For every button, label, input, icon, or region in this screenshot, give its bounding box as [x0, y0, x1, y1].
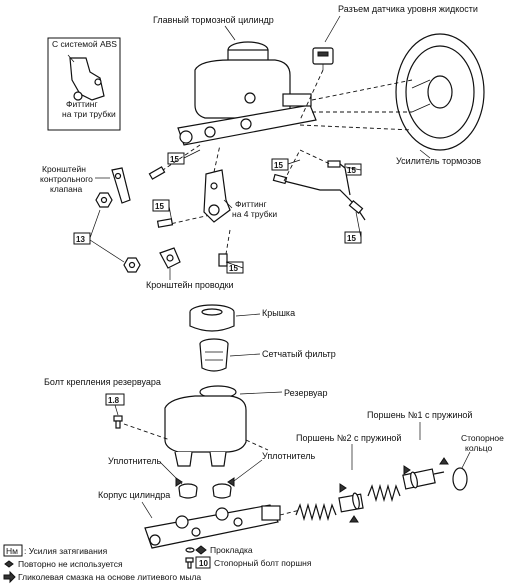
nut-1 [95, 192, 113, 208]
piston-stop-bolt [185, 557, 194, 569]
seal-left-label: Уплотнитель [108, 456, 161, 466]
torque-box-reservoir-bolt: 1.8 [105, 393, 125, 406]
control-valve-bracket [111, 167, 131, 204]
reservoir-bolt [113, 415, 123, 429]
fluid-sensor-label: Разъем датчика уровня жидкости [338, 4, 478, 14]
reservoir-cap [189, 304, 235, 332]
piston1-label: Поршень №1 с пружиной [367, 410, 472, 420]
wiring-bracket [159, 247, 181, 269]
cap-label: Крышка [262, 308, 295, 318]
snap-ring-label-2: кольцо [465, 443, 493, 453]
three-pipe-fitting-label-1: Фиттинг [66, 99, 98, 109]
fluid-sensor-connector [312, 47, 334, 70]
legend-torque-text: : Усилия затягивания [24, 546, 108, 556]
svg-text:1.8: 1.8 [108, 396, 120, 405]
torque-box-stop-bolt: 10 [195, 556, 211, 569]
legend-glycol-grease: Гликолевая смазка на основе литиевого мы… [18, 572, 201, 582]
control-valve-bracket-label-1: Кронштейн [42, 164, 86, 174]
gasket-label: Прокладка [210, 545, 253, 555]
master-cylinder-label: Главный тормозной цилиндр [153, 15, 274, 25]
legend-not-reused: Повторно не используется [18, 559, 123, 569]
wiring-bracket-label: Кронштейн проводки [146, 280, 234, 290]
torque-box-t2: 15 [152, 199, 170, 212]
cylinder-body [144, 504, 281, 549]
control-valve-bracket-label-3: клапана [50, 184, 83, 194]
torque-box-t6: 15 [344, 231, 362, 244]
not-reused-mark-gasket [195, 545, 207, 555]
svg-text:15: 15 [229, 264, 238, 273]
legend-not-reused-icon [4, 560, 14, 568]
torque-box-t3: 15 [271, 158, 289, 171]
torque-box-t4: 13 [73, 232, 91, 245]
svg-text:15: 15 [347, 166, 356, 175]
svg-text:15: 15 [347, 234, 356, 243]
nut-2 [123, 257, 141, 273]
seal-right-label: Уплотнитель [262, 451, 315, 461]
snap-ring [452, 467, 468, 491]
strainer [199, 338, 229, 372]
master-cylinder-assembly [177, 41, 317, 146]
brake-lines [89, 144, 366, 269]
cylinder-body-label: Корпус цилиндра [98, 490, 170, 500]
abs-inset: С системой ABS Фиттинг на три трубки [47, 37, 121, 131]
seal-right [212, 483, 232, 499]
legend-unit: Нм [6, 546, 18, 556]
grease-arrows [175, 457, 449, 523]
four-pipe-fitting-label-1: Фиттинг [235, 199, 267, 209]
reservoir-bolt-label: Болт крепления резервуара [44, 377, 161, 387]
four-pipe-fitting [203, 169, 231, 223]
brake-booster [395, 33, 485, 151]
strainer-label: Сетчатый фильтр [262, 349, 336, 359]
stop-bolt-label: Стопорный болт поршня [214, 558, 312, 568]
svg-text:13: 13 [76, 235, 85, 244]
four-pipe-fitting-label-2: на 4 трубки [232, 209, 277, 219]
legend-grease-icon [3, 570, 16, 584]
legend: Нм : Усилия затягивания Повторно не испо… [3, 544, 201, 584]
reservoir [164, 385, 247, 467]
svg-text:15: 15 [155, 202, 164, 211]
three-pipe-fitting-label-2: на три трубки [62, 109, 116, 119]
control-valve-bracket-label-2: контрольного [40, 174, 93, 184]
svg-text:15: 15 [170, 155, 179, 164]
seal-left [178, 483, 198, 499]
torque-box-t1: 15 [167, 152, 185, 165]
torque-box-t7: 15 [226, 261, 244, 274]
brake-booster-label: Усилитель тормозов [396, 156, 481, 166]
snap-ring-label-1: Стопорное [461, 433, 504, 443]
svg-text:15: 15 [274, 161, 283, 170]
abs-label: С системой ABS [52, 39, 117, 49]
piston2-label: Поршень №2 с пружиной [296, 433, 401, 443]
piston-1-spring [367, 468, 445, 503]
piston-2-spring [295, 492, 364, 522]
svg-text:10: 10 [199, 559, 208, 568]
reservoir-label: Резервуар [284, 388, 327, 398]
